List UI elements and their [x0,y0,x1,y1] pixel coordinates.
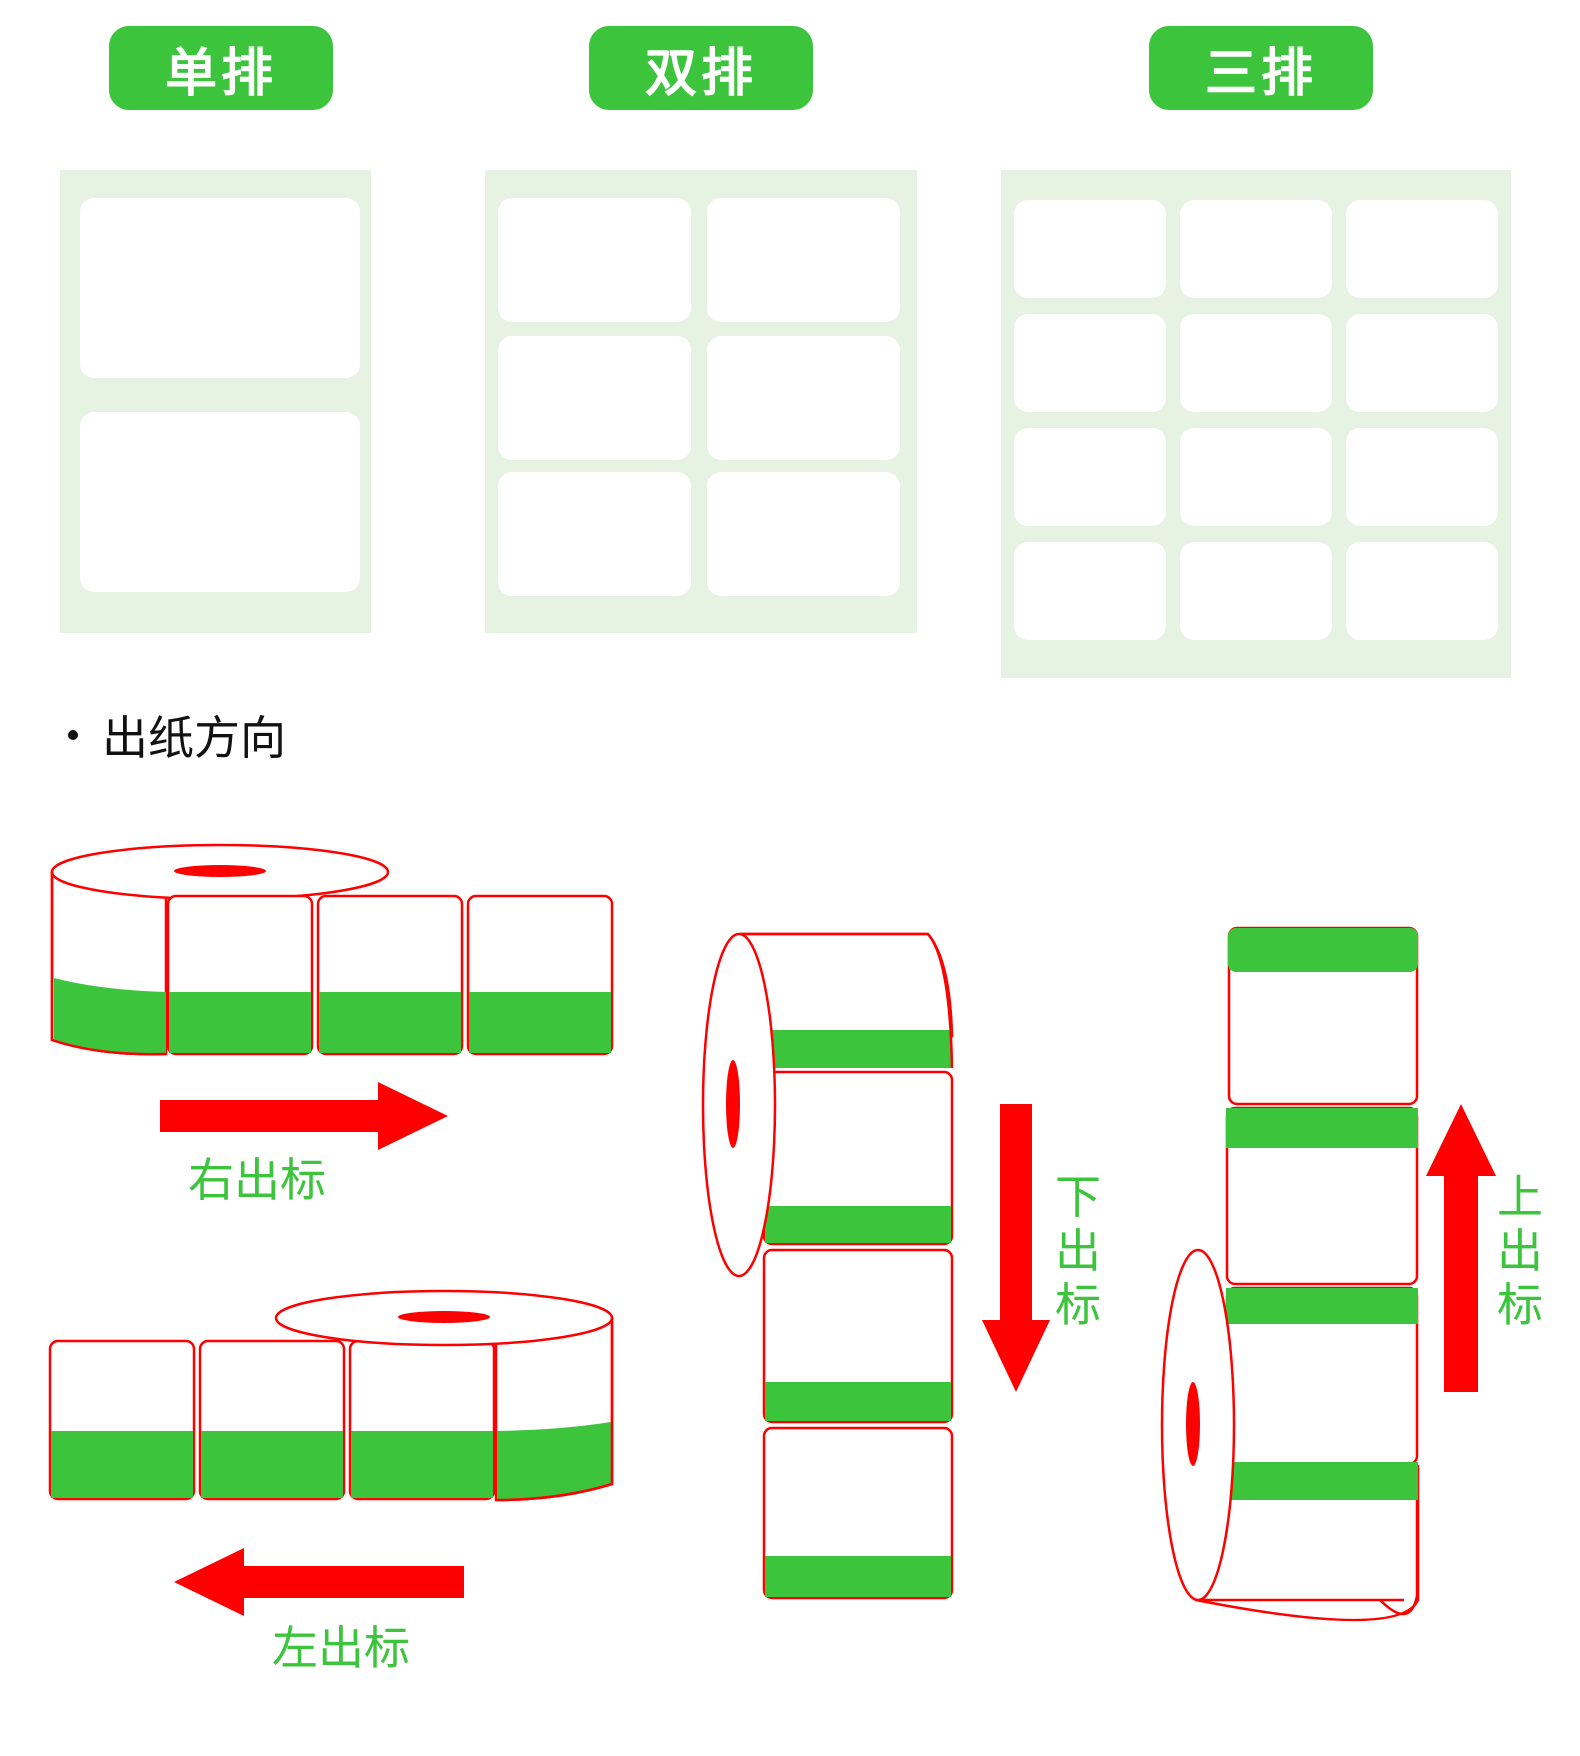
label-cell [1180,200,1332,298]
up-exit-roll [1160,926,1420,1622]
label-cell [1346,542,1498,640]
triple-row-tag: 三排 [1149,26,1373,110]
double-row-sheet [485,170,917,633]
label-cell [1346,314,1498,412]
label-cell [498,336,691,460]
left-exit-label: 左出标 [272,1621,410,1675]
label-cell [1180,428,1332,526]
section-title-text: 出纸方向 [102,711,286,765]
label-cell [80,412,360,592]
label-cell [498,198,691,322]
label-cell [1346,428,1498,526]
arrow-up-icon [1426,1104,1496,1392]
label-cell [1014,200,1166,298]
down-exit-roll [701,932,954,1600]
right-exit-roll [50,843,614,1056]
single-row-sheet [60,170,371,633]
triple-row-sheet [1001,170,1511,678]
section-title: 出纸方向 [68,702,286,768]
down-exit-label: 下出标 [1055,1170,1101,1332]
arrow-down-icon [982,1104,1050,1392]
up-exit-label: 上出标 [1497,1170,1543,1332]
single-row-tag: 单排 [109,26,333,110]
arrow-left-icon [174,1548,464,1616]
right-exit-label: 右出标 [188,1153,326,1207]
bullet-dot [68,730,78,740]
label-cell [707,336,900,460]
label-cell [707,472,900,596]
label-cell [1014,314,1166,412]
double-row-tag: 双排 [589,26,813,110]
left-exit-roll [48,1289,614,1502]
label-cell [1180,314,1332,412]
arrow-right-icon [160,1082,448,1150]
label-cell [80,198,360,378]
label-cell [498,472,691,596]
label-cell [707,198,900,322]
label-cell [1014,542,1166,640]
label-cell [1014,428,1166,526]
label-cell [1180,542,1332,640]
label-cell [1346,200,1498,298]
